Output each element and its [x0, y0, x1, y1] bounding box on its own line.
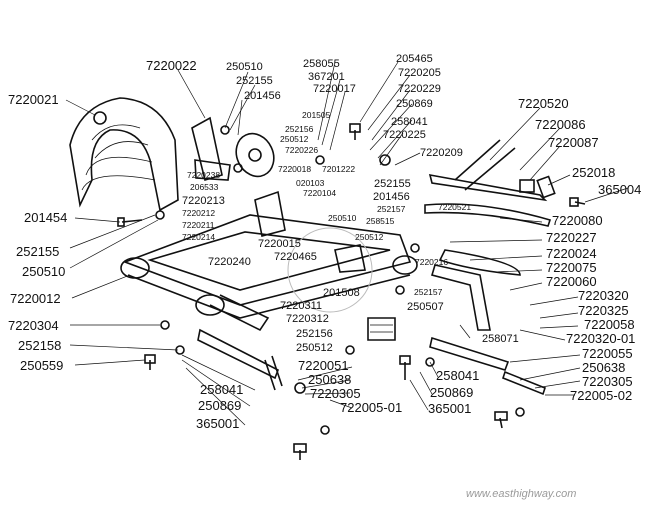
- label-250510: 250510: [226, 61, 263, 73]
- label-365001d: 365001: [428, 401, 471, 416]
- label-7220211: 7220211: [182, 220, 215, 230]
- label-250869c: 250869: [198, 398, 241, 413]
- label-7220325: 7220325: [578, 303, 629, 318]
- label-250869: 250869: [396, 98, 433, 110]
- label-7220022: 7220022: [146, 58, 197, 73]
- label-250510c: 250510: [22, 264, 65, 279]
- frame-crossmember: [120, 190, 418, 332]
- label-7220305b: 7220305: [582, 374, 633, 389]
- label-7220214: 7220214: [182, 232, 215, 242]
- leaf-spring: [424, 139, 556, 227]
- label-252156b: 252156: [296, 328, 333, 340]
- label-7220521: 7220521: [438, 202, 471, 212]
- label-7220012: 7220012: [10, 291, 61, 306]
- label-258515: 258515: [366, 216, 395, 226]
- leader-lines: [65, 61, 629, 426]
- label-7220209: 7220209: [420, 147, 463, 159]
- label-206533: 206533: [190, 182, 219, 192]
- label-365001c: 365001: [196, 416, 239, 431]
- label-7220021: 7220021: [8, 92, 59, 107]
- label-7220058: 7220058: [584, 317, 635, 332]
- label-252018: 252018: [572, 165, 615, 180]
- label-7220051: 7220051: [298, 358, 349, 373]
- label-7220311: 7220311: [280, 300, 322, 312]
- watermark-emblem: [287, 227, 373, 313]
- lower-link-right: [429, 336, 510, 371]
- label-258041: 258041: [391, 116, 428, 128]
- label-252157b: 252157: [414, 287, 443, 297]
- label-258041c: 258041: [200, 382, 243, 397]
- label-367201: 367201: [308, 71, 345, 83]
- lower-link-left: [197, 328, 279, 380]
- label-252158: 252158: [18, 338, 61, 353]
- label-7220520: 7220520: [518, 96, 569, 111]
- label-250507: 250507: [407, 301, 444, 313]
- label-7220320-01: 7220320-01: [566, 331, 635, 346]
- label-7220304: 7220304: [8, 318, 59, 333]
- label-250559: 250559: [20, 358, 63, 373]
- label-365004: 365004: [598, 182, 641, 197]
- label-7220312: 7220312: [286, 313, 329, 325]
- label-250869d: 250869: [430, 385, 473, 400]
- label-252156: 252156: [285, 124, 314, 134]
- label-7220240: 7220240: [208, 256, 251, 268]
- label-7220225: 7220225: [383, 129, 426, 141]
- label-7220216: 7220216: [415, 257, 448, 267]
- label-252155: 252155: [236, 75, 273, 87]
- label-250512c: 250512: [296, 342, 333, 354]
- label-250638b: 250638: [582, 360, 625, 375]
- label-7220226: 7220226: [285, 145, 318, 155]
- part-drawing: [69, 97, 586, 460]
- label-7220205: 7220205: [398, 67, 441, 79]
- label-7220238: 7220238: [187, 170, 220, 180]
- label-201456: 201456: [244, 90, 281, 102]
- label-201456b: 201456: [373, 191, 410, 203]
- label-250638: 250638: [308, 372, 351, 387]
- label-252155c: 252155: [16, 244, 59, 259]
- label-250512: 250512: [280, 134, 309, 144]
- label-201454: 201454: [24, 210, 67, 225]
- label-7220055: 7220055: [582, 346, 633, 361]
- label-250512b: 250512: [355, 232, 384, 242]
- watermark-text: www.easthighway.com: [466, 488, 576, 500]
- bracket-shape: [191, 116, 223, 182]
- label-250510b: 250510: [328, 213, 357, 223]
- label-258071: 258071: [482, 333, 519, 345]
- label-7220024: 7220024: [546, 246, 597, 261]
- label-7220017: 7220017: [313, 83, 356, 95]
- label-7201222: 7201222: [322, 164, 355, 174]
- label-7220213: 7220213: [182, 195, 225, 207]
- label-7220229: 7220229: [398, 83, 441, 95]
- label-722005-02: 722005-02: [570, 388, 632, 403]
- label-7220320: 7220320: [578, 288, 629, 303]
- label-7220086: 7220086: [535, 117, 586, 132]
- label-7220087: 7220087: [548, 135, 599, 150]
- label-7220212: 7220212: [182, 208, 215, 218]
- nuts-washers: [155, 125, 525, 435]
- label-7220104: 7220104: [303, 188, 336, 198]
- label-7220018: 7220018: [278, 164, 311, 174]
- label-258041d: 258041: [436, 368, 479, 383]
- label-7220015: 7220015: [258, 238, 301, 250]
- label-7220465: 7220465: [274, 251, 317, 263]
- bushing-shape: [367, 317, 396, 341]
- part-number-labels: 7220022 250510 252155 201456 258055 3672…: [8, 53, 641, 431]
- label-258055: 258055: [303, 58, 340, 70]
- label-7220227: 7220227: [546, 230, 597, 245]
- rod-long-right: [438, 249, 521, 276]
- label-252155b: 252155: [374, 178, 411, 190]
- label-7220060: 7220060: [546, 274, 597, 289]
- label-7220305: 7220305: [310, 386, 361, 401]
- round-plate: [235, 132, 275, 178]
- label-201505: 201505: [302, 110, 331, 120]
- label-722005-01: 722005-01: [340, 400, 402, 415]
- fender-shape: [69, 97, 179, 212]
- label-201508: 201508: [323, 287, 360, 299]
- label-020103: 020103: [296, 178, 325, 188]
- label-252157: 252157: [377, 204, 406, 214]
- label-7220080: 7220080: [552, 213, 603, 228]
- label-7220075: 7220075: [546, 260, 597, 275]
- label-205465: 205465: [396, 53, 433, 65]
